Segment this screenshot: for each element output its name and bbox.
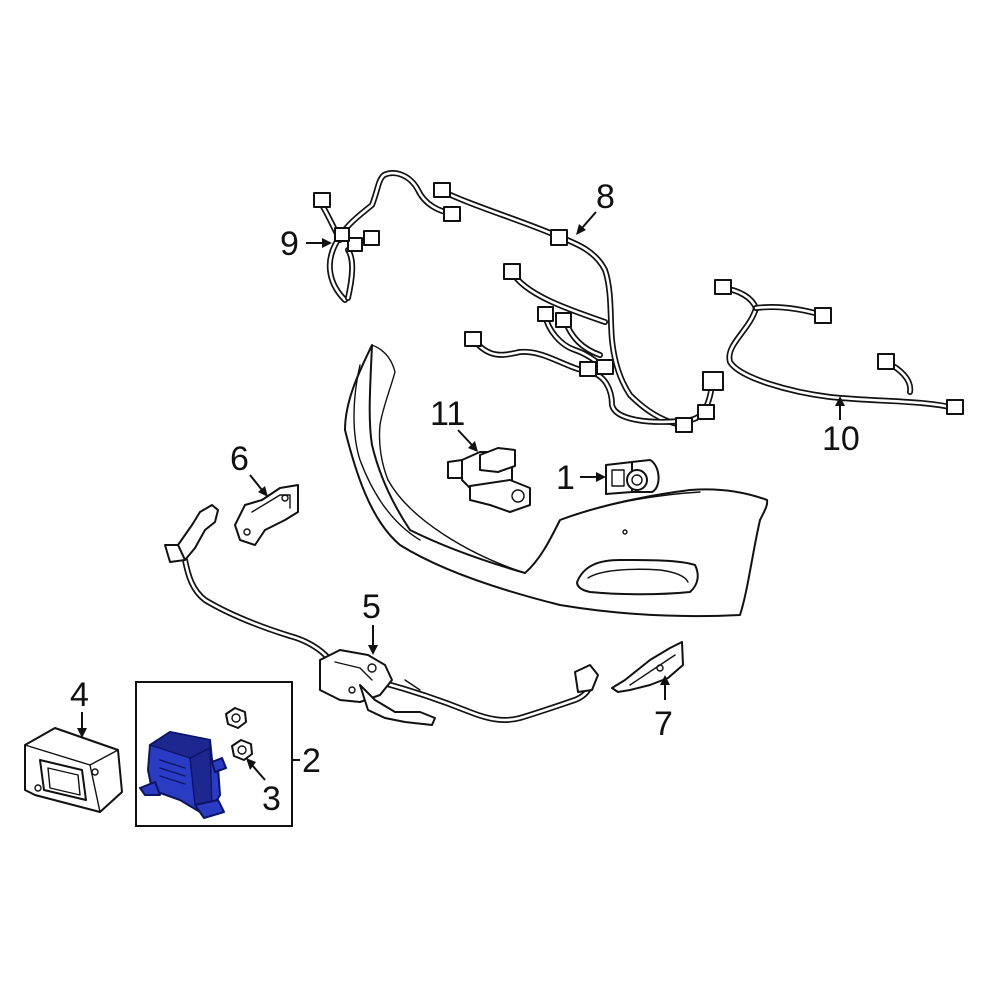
callout-label-8: 8 <box>596 178 615 216</box>
callout-arrow-7 <box>660 675 670 700</box>
callout-label-5: 5 <box>362 588 381 626</box>
callout-arrow-3 <box>246 758 266 781</box>
callout-arrow-4 <box>77 712 87 738</box>
harness-8[interactable] <box>433 182 724 433</box>
callout-label-6: 6 <box>230 440 249 478</box>
callout-arrow-9 <box>306 238 332 248</box>
callout-arrow-6 <box>249 474 268 497</box>
bumper-cover <box>344 344 769 618</box>
callout-label-11: 11 <box>430 395 465 433</box>
callout-arrow-11 <box>457 429 478 452</box>
part-2-group-box <box>135 681 293 827</box>
callout-label-1: 1 <box>556 459 575 497</box>
callout-label-3: 3 <box>262 780 281 818</box>
callout-label-7: 7 <box>654 705 673 743</box>
bracket-6[interactable] <box>234 484 299 546</box>
callout-arrow-10 <box>835 396 845 420</box>
bracket-7[interactable] <box>611 641 684 693</box>
callout-arrow-8 <box>576 211 597 235</box>
callout-label-9: 9 <box>280 225 299 263</box>
control-module-2-highlighted[interactable] <box>139 731 227 819</box>
camera-11[interactable] <box>447 447 531 513</box>
callout-label-4: 4 <box>70 676 89 714</box>
callout-label-2: 2 <box>302 742 321 780</box>
radar-sensor-4[interactable] <box>24 727 123 813</box>
harness-10[interactable] <box>714 279 964 415</box>
harness-9[interactable] <box>313 170 461 303</box>
callout-arrow-5 <box>368 625 378 655</box>
parking-sensor-1[interactable] <box>605 459 660 495</box>
callout-label-10: 10 <box>822 420 860 458</box>
callout-arrow-1 <box>580 472 606 482</box>
nut-3-lower[interactable] <box>231 739 253 761</box>
nut-3-upper[interactable] <box>225 707 247 729</box>
reinforcement-beam-5[interactable] <box>164 504 599 726</box>
